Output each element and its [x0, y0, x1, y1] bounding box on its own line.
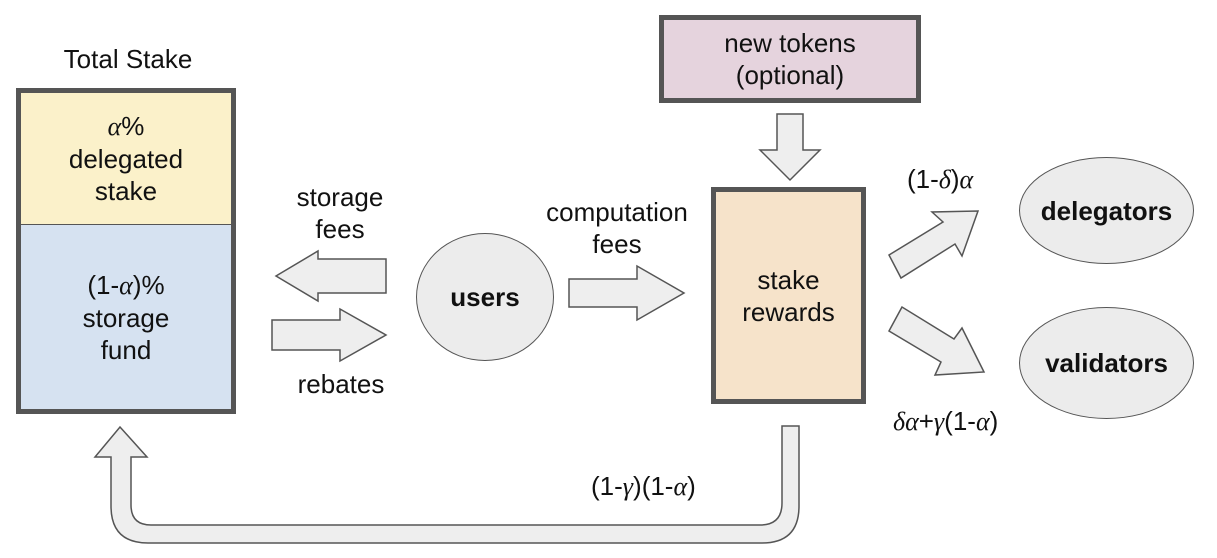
delta-alpha-symbol: δα — [893, 407, 919, 436]
gamma-symbol: γ — [622, 472, 634, 501]
total-stake-title: Total Stake — [63, 44, 193, 74]
users-label: users — [450, 282, 520, 312]
alpha-symbol: α — [959, 165, 974, 194]
computation-fees-label: computation fees — [532, 196, 702, 260]
plus-sign: + — [918, 406, 934, 436]
delegators-share-label: (1-δ)α — [907, 163, 973, 196]
fund-label: fund — [100, 334, 152, 365]
storage-share-part: ) — [687, 471, 696, 501]
validators-node: validators — [1019, 307, 1194, 419]
stake-rewards-line2: rewards — [742, 296, 835, 327]
storage-fund-return-arrow — [93, 425, 800, 544]
storage-label: storage — [82, 302, 170, 333]
rebates-arrow — [271, 307, 388, 363]
delegators-label: delegators — [1040, 195, 1173, 226]
storage-fees-line2: fees — [315, 214, 365, 244]
percent-sign: % — [121, 111, 145, 141]
new-tokens-line2: (optional) — [735, 60, 845, 90]
computation-fees-arrow — [568, 264, 686, 322]
storage-fees-arrow — [274, 249, 387, 303]
delegated-stake-alpha-line: α% — [108, 110, 145, 143]
stake-rewards-box: stake rewards — [711, 187, 866, 404]
delegators-node: delegators — [1019, 157, 1194, 264]
alpha-symbol: α — [975, 407, 990, 436]
storage-fees-line1: storage — [296, 182, 384, 212]
storage-fees-label: storage fees — [285, 181, 395, 245]
stake-label: stake — [94, 176, 158, 206]
new-tokens-arrow — [758, 113, 822, 182]
delegated-stake-section: α% delegated stake — [21, 93, 231, 225]
new-tokens-line1: new tokens — [724, 28, 856, 58]
users-node: users — [416, 233, 554, 361]
storage-share-part: )(1- — [633, 471, 674, 501]
storage-fund-share-label: (1-γ)(1-α) — [591, 470, 696, 503]
storage-suffix: )% — [132, 269, 165, 300]
validators-share-part: (1- — [944, 406, 976, 436]
storage-fund-alpha-line: (1-α)% — [87, 269, 164, 302]
alpha-symbol: α — [119, 270, 133, 300]
alpha-symbol: α — [673, 472, 688, 501]
delegated-label: delegated — [68, 144, 184, 174]
validators-arrow — [887, 305, 986, 376]
gamma-symbol: γ — [933, 407, 945, 436]
rebates-label: rebates — [297, 369, 385, 399]
alpha-symbol: α — [107, 112, 122, 141]
delegators-share-part: (1- — [907, 164, 939, 194]
computation-fees-line2: fees — [592, 229, 642, 259]
storage-prefix: (1- — [87, 269, 120, 300]
delegators-arrow — [888, 210, 980, 280]
total-stake-box: α% delegated stake (1-α)% storage fund — [16, 88, 236, 414]
stake-rewards-line1: stake — [757, 264, 820, 295]
storage-fund-section: (1-α)% storage fund — [21, 225, 231, 409]
validators-share-label: δα+γ(1-α) — [893, 405, 998, 438]
validators-label: validators — [1045, 348, 1168, 378]
delta-symbol: δ — [938, 165, 951, 194]
validators-share-part: ) — [989, 406, 999, 436]
storage-share-part: (1- — [591, 471, 623, 501]
new-tokens-box: new tokens (optional) — [659, 15, 921, 103]
computation-fees-line1: computation — [546, 197, 688, 227]
delegators-share-part: ) — [950, 164, 960, 194]
